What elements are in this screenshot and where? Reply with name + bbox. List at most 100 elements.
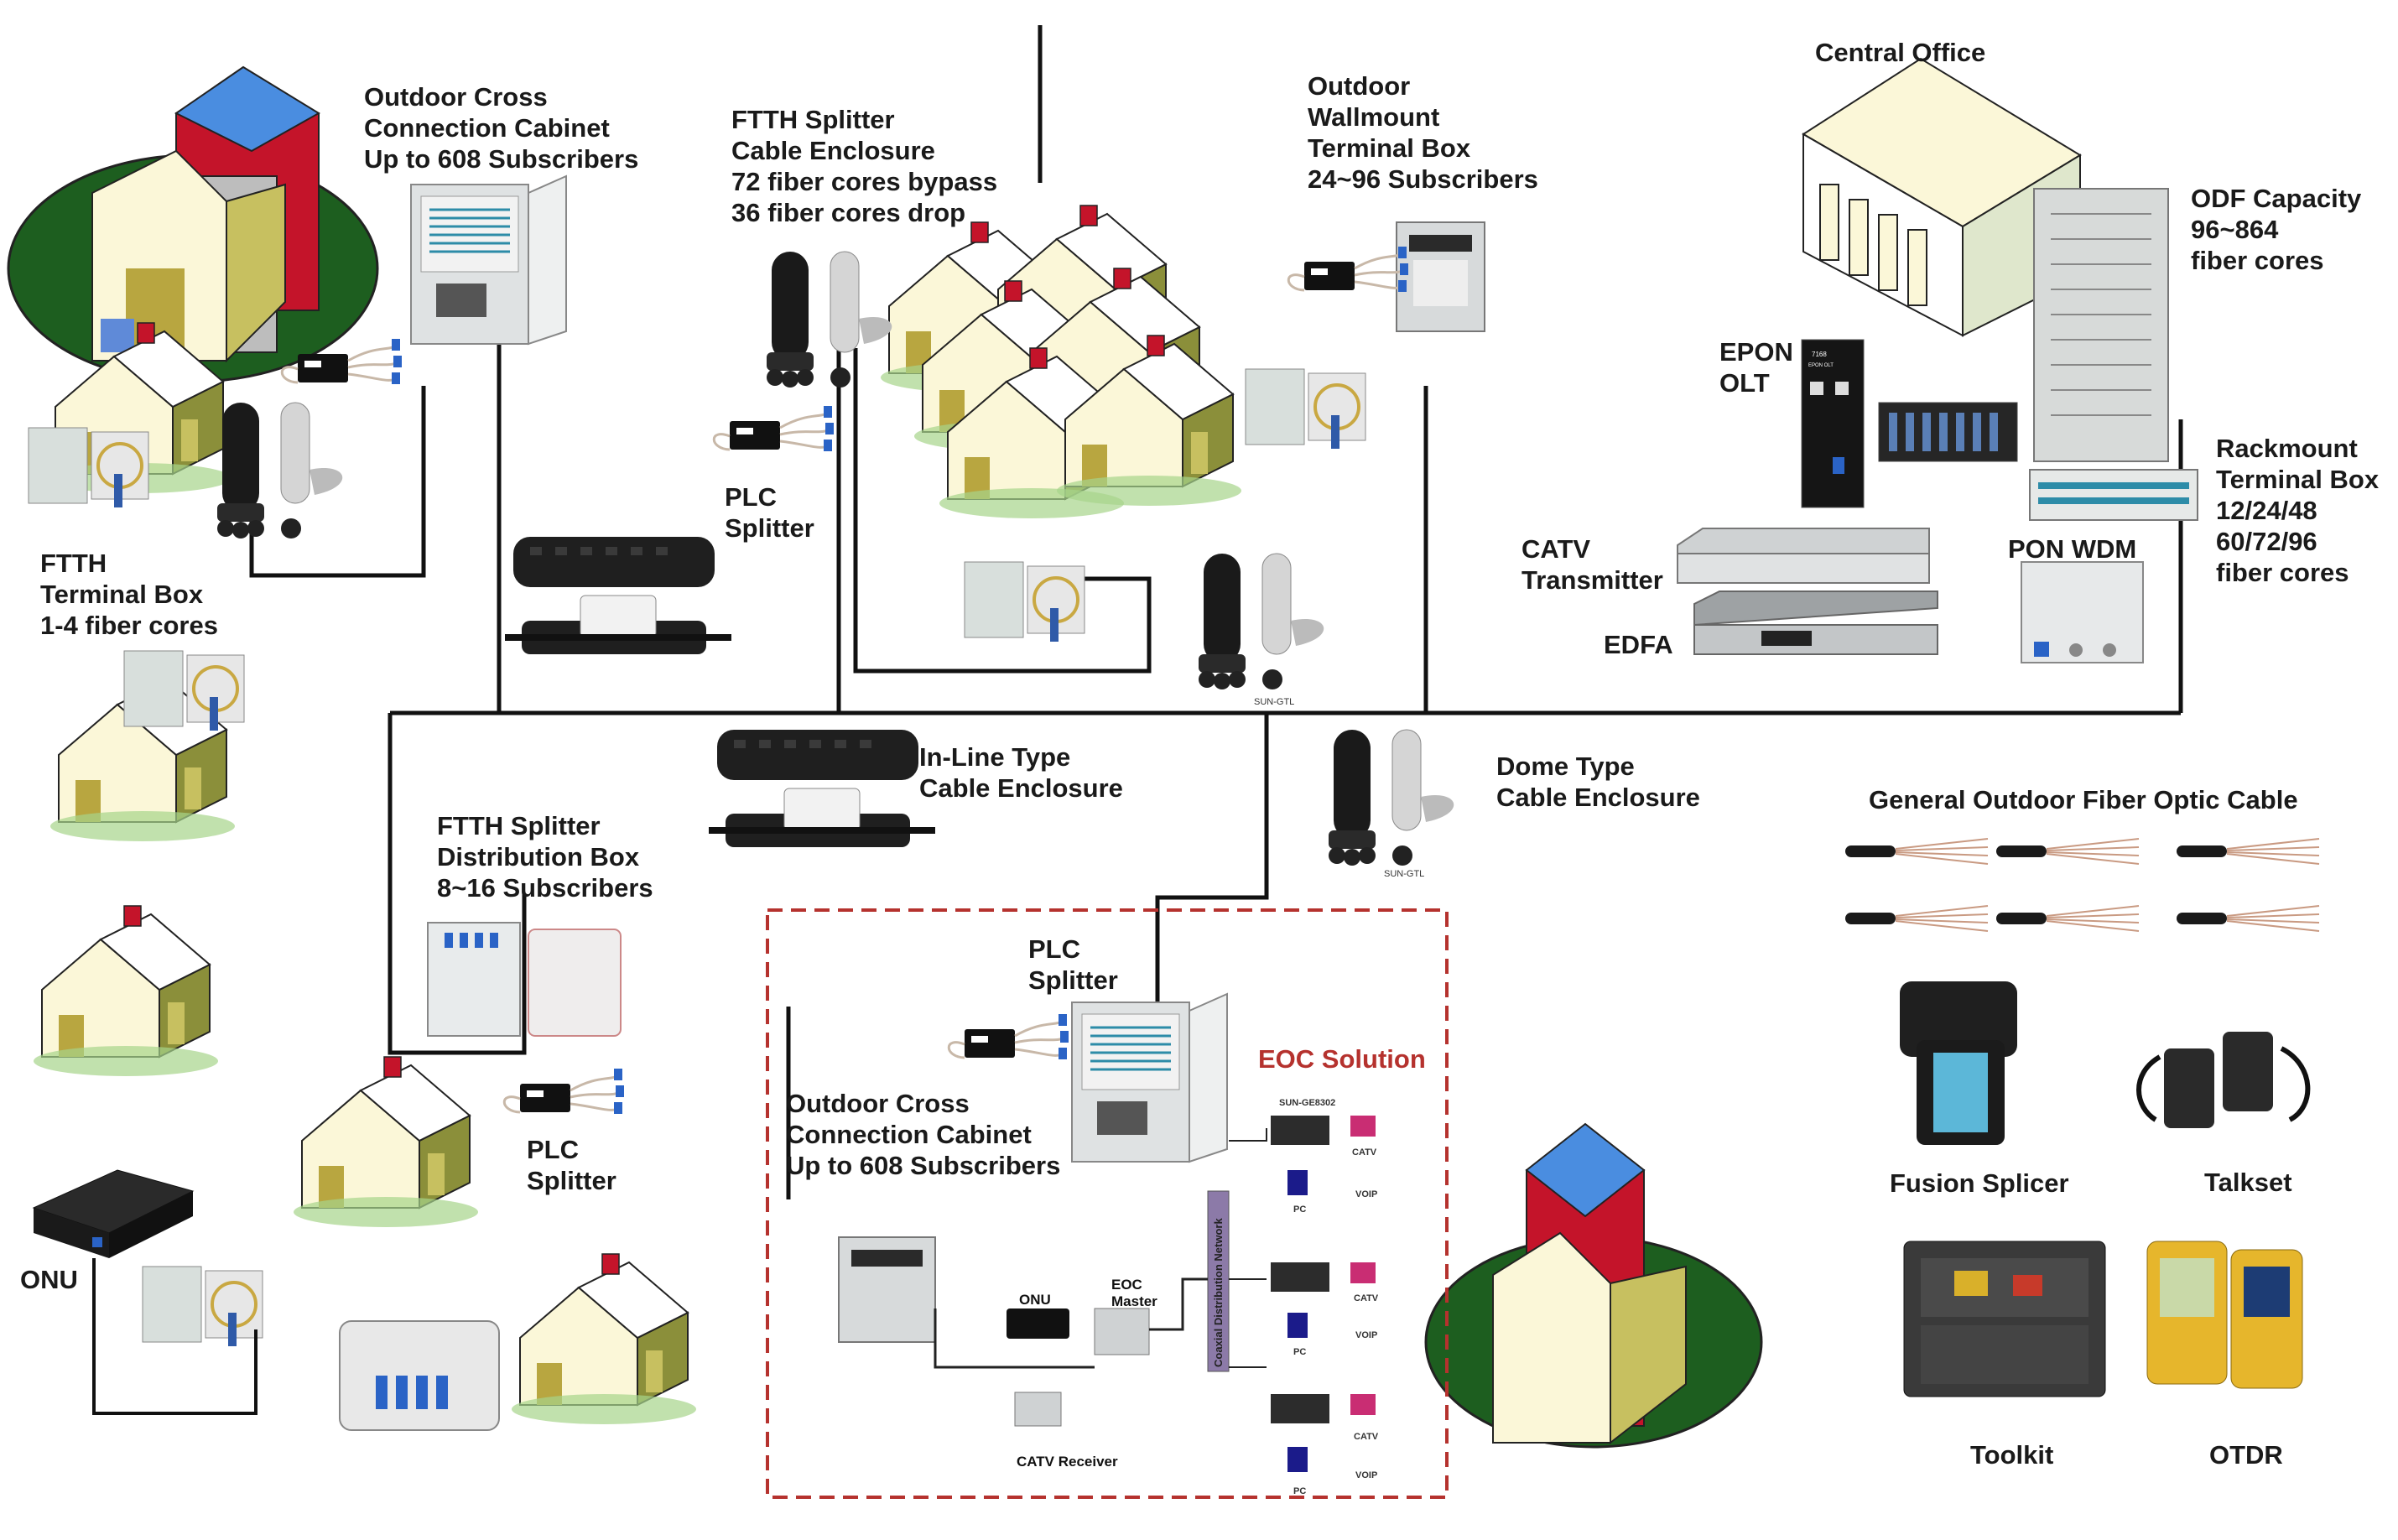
wallmount-line-1: Outdoor (1308, 71, 1411, 101)
ftth-enclosure-line-2: Cable Enclosure (731, 136, 935, 165)
label-catv-transmitter: CATV Transmitter (1522, 533, 1663, 596)
occ1-line-1: Outdoor Cross (364, 82, 548, 112)
eoc-pc-2: PC (1293, 1347, 1307, 1357)
outdoor-cabinet-2 (1070, 992, 1229, 1163)
otdr (2146, 1241, 2303, 1389)
olt-sub: EPON OLT (1808, 363, 1834, 368)
label-talkset: Talkset (2204, 1167, 2292, 1198)
central-office-text: Central Office (1815, 38, 1986, 67)
plc1-line-2: Splitter (725, 513, 814, 543)
wallmount-line-2: Wallmount (1308, 102, 1440, 132)
right-village (1424, 1122, 1763, 1449)
toolkit (1903, 1241, 2106, 1397)
olt-model: 7168 (1812, 351, 1827, 358)
wallmount-box (1396, 221, 1485, 332)
ftth-terminal-line-1: FTTH (40, 549, 107, 578)
occ2-line-1: Outdoor Cross (786, 1089, 970, 1118)
rackmount-box (2029, 469, 2198, 521)
rackmount-line-3: 12/24/48 (2216, 496, 2317, 525)
ftth-dist-line-3: 8~16 Subscribers (437, 873, 653, 903)
label-otdr: OTDR (2209, 1439, 2283, 1470)
edfa-device (1693, 591, 1938, 655)
odf-line-1: ODF Capacity (2191, 184, 2362, 213)
label-plc-3: PLC Splitter (527, 1134, 616, 1196)
epon-line-1: EPON (1719, 337, 1793, 367)
catv-tx-line-2: Transmitter (1522, 565, 1663, 595)
occ1-line-2: Connection Cabinet (364, 113, 610, 143)
eoc-master-label: EOC Master (1111, 1277, 1157, 1310)
ftth-enclosure-line-3: 72 fiber cores bypass (731, 167, 998, 196)
ftth-terminal-line-2: Terminal Box (40, 580, 204, 609)
label-ftth-terminal: FTTH Terminal Box 1-4 fiber cores (40, 548, 218, 641)
eoc-network (934, 1116, 1376, 1472)
wallmount-line-4: 24~96 Subscribers (1308, 164, 1538, 194)
eoc-model-label: SUN-GE8302 (1279, 1098, 1336, 1108)
plc3-line-1: PLC (527, 1135, 579, 1164)
label-ftth-enclosure: FTTH Splitter Cable Enclosure 72 fiber c… (731, 104, 997, 228)
label-central-office: Central Office (1815, 37, 1985, 68)
onu-left-text: ONU (20, 1265, 78, 1294)
pon-wdm-device (2021, 561, 2144, 663)
rackmount-line-4: 60/72/96 (2216, 527, 2317, 556)
label-plc-1: PLC Splitter (725, 481, 814, 544)
talkset (2136, 1032, 2311, 1128)
ftth-enclosure-line-1: FTTH Splitter (731, 105, 895, 134)
inline-line-2: Cable Enclosure (919, 773, 1123, 803)
label-epon-olt: EPON OLT (1719, 336, 1793, 398)
rackmount-line-2: Terminal Box (2216, 465, 2380, 494)
olt-chassis (1878, 402, 2018, 462)
label-plc-2: PLC Splitter (1028, 934, 1118, 996)
label-fusion-splicer: Fusion Splicer (1890, 1168, 2069, 1199)
catv-transmitter (1677, 528, 1930, 584)
eoc-coax-label: Coaxial Distribution Network (1212, 1218, 1225, 1367)
label-occ-1: Outdoor Cross Connection Cabinet Up to 6… (364, 81, 638, 174)
label-wallmount: Outdoor Wallmount Terminal Box 24~96 Sub… (1308, 70, 1538, 195)
ftth-dist-line-2: Distribution Box (437, 842, 640, 871)
plc2-line-1: PLC (1028, 934, 1080, 964)
fusion-splicer-text: Fusion Splicer (1890, 1168, 2069, 1198)
ftth-enclosure-line-4: 36 fiber cores drop (731, 198, 966, 227)
plc1-line-1: PLC (725, 482, 777, 512)
plc3-line-2: Splitter (527, 1166, 616, 1195)
eoc-master-line-2: Master (1111, 1293, 1157, 1309)
occ2-line-2: Connection Cabinet (786, 1120, 1032, 1149)
dome-line-1: Dome Type (1496, 752, 1635, 781)
odf-line-2: 96~864 (2191, 215, 2279, 244)
eoc-pc-3: PC (1293, 1486, 1307, 1496)
dome-brand-2: SUN-GTL (1384, 869, 1424, 879)
label-toolkit: Toolkit (1970, 1439, 2053, 1470)
label-pon-wdm: PON WDM (2008, 533, 2136, 564)
ftth-terminal-line-3: 1-4 fiber cores (40, 611, 218, 640)
eoc-solution-title: EOC Solution (1258, 1044, 1426, 1074)
fiber-links (249, 25, 2183, 1199)
eoc-catv-receiver-label: CATV Receiver (1017, 1454, 1118, 1470)
toolkit-text: Toolkit (1970, 1440, 2054, 1470)
rackmount-line-1: Rackmount (2216, 434, 2358, 463)
inline-line-1: In-Line Type (919, 742, 1071, 772)
eoc-wallmount-box (838, 1236, 936, 1343)
fusion-splicer (1900, 981, 2017, 1145)
general-cable-text: General Outdoor Fiber Optic Cable (1869, 785, 2298, 814)
edfa-text: EDFA (1604, 630, 1673, 659)
center-village (880, 205, 1242, 519)
label-edfa: EDFA (1604, 629, 1673, 660)
occ2-line-3: Up to 608 Subscribers (786, 1151, 1061, 1180)
left-village (7, 65, 379, 383)
eoc-onu-label: ONU (1019, 1292, 1051, 1308)
pon-wdm-text: PON WDM (2008, 534, 2137, 564)
label-onu-left: ONU (20, 1264, 78, 1295)
dome-brand-1: SUN-GTL (1254, 697, 1294, 707)
eoc-catv-3: CATV (1354, 1432, 1379, 1442)
eoc-voip-3: VOIP (1355, 1470, 1378, 1480)
splice-tray (339, 1320, 500, 1431)
otdr-text: OTDR (2209, 1440, 2283, 1470)
wallmount-line-3: Terminal Box (1308, 133, 1471, 163)
ftth-dist-line-1: FTTH Splitter (437, 811, 601, 840)
eoc-master-line-1: EOC (1111, 1277, 1142, 1293)
catv-tx-line-1: CATV (1522, 534, 1591, 564)
occ1-line-3: Up to 608 Subscribers (364, 144, 639, 174)
ftth-dist-box (427, 922, 622, 1037)
eoc-catv-2: CATV (1354, 1293, 1379, 1303)
label-dome: Dome Type Cable Enclosure (1496, 751, 1700, 813)
